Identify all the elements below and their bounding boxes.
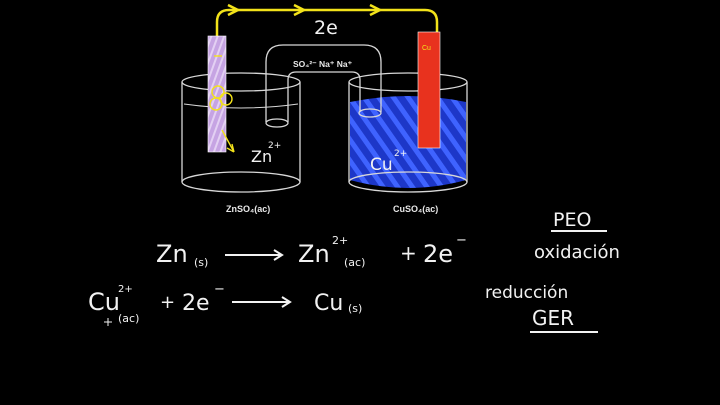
eq1-electrons: 2e	[423, 240, 453, 268]
eq2-product: Cu	[314, 291, 343, 316]
eq1-plus: +	[400, 241, 417, 265]
electron-arrow-icon	[227, 3, 241, 17]
electron-label: 2e	[314, 17, 338, 39]
eq2-reactant-state: (ac)	[118, 312, 139, 325]
copper-electrode	[417, 31, 441, 149]
eq1-product: Zn	[298, 240, 330, 268]
crosshair-cursor-icon	[104, 318, 112, 326]
eq2-plus: +	[160, 292, 175, 313]
cu-ion-symbol: Cu	[370, 155, 393, 175]
left-solution-label: ZnSO₄(ac)	[226, 204, 270, 214]
eq2-electron-charge: −	[214, 282, 225, 297]
reaction-arrow-icon	[225, 249, 284, 261]
ger-label: GER	[532, 306, 574, 330]
copper-electrode-label: Cu	[422, 45, 431, 52]
eq2-reactant: Cu	[88, 288, 120, 316]
reduction-half-reaction: Cu 2+ (ac) + 2e − Cu (s)	[88, 282, 362, 325]
zn-ion-charge: 2+	[268, 141, 281, 151]
eq1-electron-charge: −	[456, 233, 467, 248]
right-beaker	[348, 72, 468, 193]
side-notes: PEO oxidación reducción GER	[485, 209, 620, 333]
eq2-reactant-charge: 2+	[118, 284, 133, 295]
peo-label: PEO	[553, 209, 591, 231]
oxidation-half-reaction: Zn (s) Zn 2+ (ac) + 2e −	[156, 233, 467, 269]
eq2-product-state: (s)	[348, 302, 362, 315]
external-wire	[215, 3, 439, 38]
left-beaker	[181, 72, 301, 193]
electron-arrow-icon	[369, 3, 383, 17]
eq1-reactant-state: (s)	[194, 256, 208, 269]
zinc-atoms-doodle	[209, 55, 235, 153]
zinc-electrode	[207, 35, 227, 153]
eq1-product-charge: 2+	[332, 234, 348, 247]
electron-arrow-icon	[293, 3, 307, 17]
cu-ion-charge: 2+	[394, 149, 407, 159]
eq1-reactant: Zn	[156, 240, 188, 268]
zn-ion-symbol: Zn	[251, 147, 272, 166]
eq2-electrons: 2e	[182, 291, 210, 316]
salt-bridge-ions: SO₄²⁻ Na⁺ Na⁺	[293, 59, 353, 69]
reduction-label: reducción	[485, 283, 568, 303]
right-solution-label: CuSO₄(ac)	[393, 204, 438, 214]
eq1-product-state: (ac)	[344, 256, 365, 269]
reaction-arrow-icon	[232, 296, 292, 308]
oxidation-label: oxidación	[534, 242, 620, 263]
